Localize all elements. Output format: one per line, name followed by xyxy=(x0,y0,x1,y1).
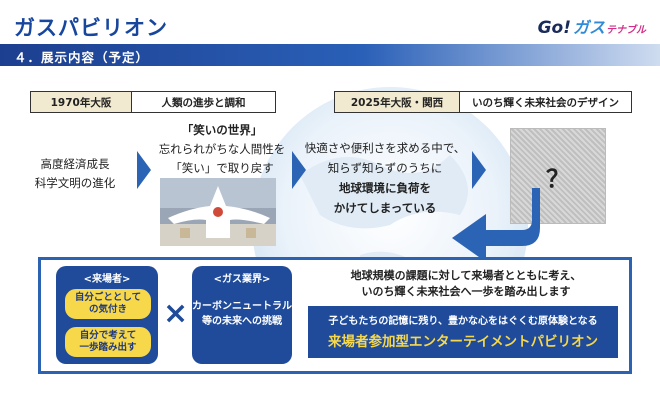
gas-line: カーボンニュートラル xyxy=(192,301,292,312)
go-gas-tenable-logo: Go! ガス テナブル xyxy=(538,14,646,40)
arrow-right-icon xyxy=(292,151,306,189)
visitor-awareness-pill: 自分ごととして の気付き xyxy=(64,288,152,320)
page-title: ガスパビリオン xyxy=(14,16,168,40)
pill-line: 一歩踏み出す xyxy=(79,342,137,353)
multiply-icon: × xyxy=(163,296,189,331)
mission-message: 地球規模の課題に対して来場者とともに考え、 いのち輝く未来社会へ一歩を踏み出しま… xyxy=(306,268,626,300)
banner-title: 来場者参加型エンターテイメントパビリオン xyxy=(328,334,598,350)
gas-industry-text: カーボンニュートラル 等の未来への挑戦 xyxy=(192,299,292,329)
logo-tenable-text: テナブル xyxy=(606,25,646,36)
gas-line: 等の未来への挑戦 xyxy=(202,316,282,327)
section-heading: ４．展示内容（予定） xyxy=(14,50,150,65)
pill-line: の気付き xyxy=(88,304,127,315)
label-2025-osaka-kansai: 2025年大阪・関西 いのち輝く未来社会のデザイン xyxy=(334,91,632,113)
convenience-line: 快適さや便利さを求める中で、 xyxy=(304,141,466,155)
mission-line: いのち輝く未来社会へ一歩を踏み出します xyxy=(361,285,571,298)
label-1970-year: 1970年大阪 xyxy=(31,92,132,112)
laughter-line: 忘れられがちな人間性を xyxy=(158,142,286,156)
visitor-action-pill: 自分で考えて 一歩踏み出す xyxy=(64,326,152,358)
growth-line: 科学文明の進化 xyxy=(34,176,116,190)
arrow-right-icon xyxy=(472,151,486,189)
label-1970-theme: 人類の進歩と調和 xyxy=(132,92,275,112)
question-mark: ？ xyxy=(546,164,570,193)
arrow-right-icon xyxy=(137,151,151,189)
laughter-title: 「笑いの世界」 xyxy=(181,123,263,137)
growth-line: 高度経済成長 xyxy=(40,157,110,171)
visitor-heading: <来場者> xyxy=(83,274,131,285)
convenience-line: かけてしまっている xyxy=(333,201,437,215)
growth-text: 高度経済成長 科学文明の進化 xyxy=(20,155,130,193)
logo-go-text: Go! xyxy=(537,18,571,38)
pill-line: 自分で考えて xyxy=(79,330,137,341)
pavilion-concept-banner: 子どもたちの記憶に残り、豊かな心をはぐくむ原体験となる 来場者参加型エンターテイ… xyxy=(308,306,618,358)
pavilion-photo xyxy=(160,178,276,246)
laughter-text: 「笑いの世界」 忘れられがちな人間性を 「笑い」で取り戻す xyxy=(142,121,302,178)
label-1970-osaka: 1970年大阪 人類の進歩と調和 xyxy=(30,91,276,113)
gas-industry-heading: <ガス業界> xyxy=(213,274,271,285)
section-bar: ４．展示内容（予定） xyxy=(0,44,660,66)
gas-industry-card: <ガス業界> カーボンニュートラル 等の未来への挑戦 xyxy=(192,266,292,364)
label-2025-theme: いのち輝く未来社会のデザイン xyxy=(460,92,631,112)
laughter-line: 「笑い」で取り戻す xyxy=(170,161,274,175)
pill-line: 自分ごととして xyxy=(74,292,142,303)
convenience-line: 地球環境に負荷を xyxy=(339,181,431,195)
mission-line: 地球規模の課題に対して来場者とともに考え、 xyxy=(350,269,582,282)
future-question-box: ？ xyxy=(510,128,606,224)
arrow-down-icon xyxy=(452,188,540,262)
label-2025-year: 2025年大阪・関西 xyxy=(335,92,460,112)
banner-subtitle: 子どもたちの記憶に残り、豊かな心をはぐくむ原体験となる xyxy=(328,316,598,327)
convenience-text: 快適さや便利さを求める中で、 知らず知らずのうちに 地球環境に負荷を かけてしま… xyxy=(300,138,470,218)
convenience-line: 知らず知らずのうちに xyxy=(327,161,443,175)
logo-gasu-text: ガス xyxy=(572,18,605,37)
